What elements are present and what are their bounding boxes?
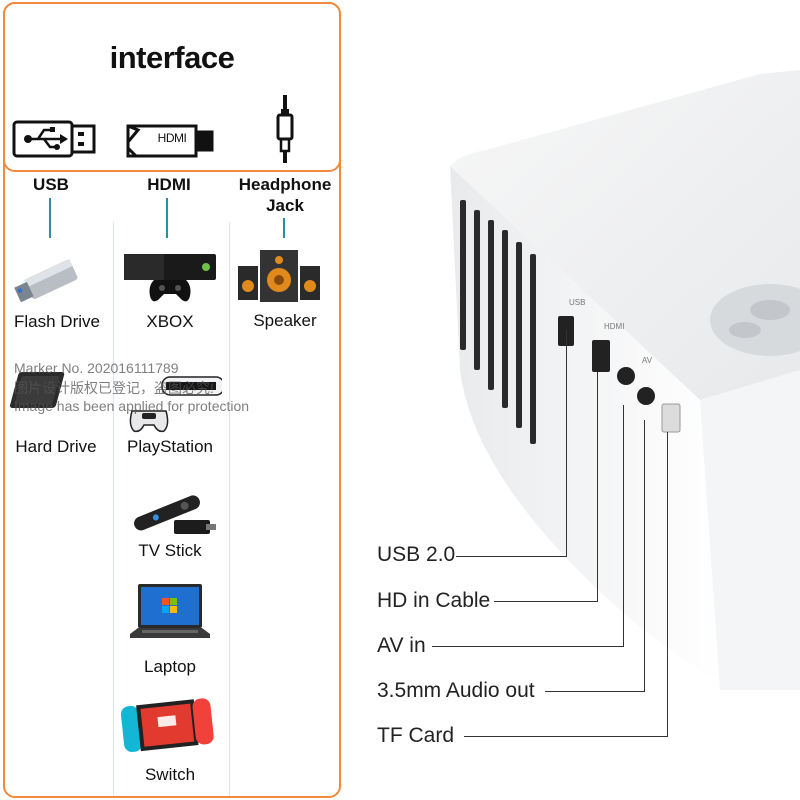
watermark-line: Image has been applied for protection	[14, 398, 250, 414]
hdmi-plug-icon	[126, 124, 214, 158]
column-separator	[113, 222, 114, 796]
device-label: Speaker	[253, 311, 317, 330]
device-label: PlayStation	[127, 437, 213, 456]
laptop-icon	[130, 584, 210, 638]
leader-line	[667, 432, 668, 737]
interface-title: interface	[109, 40, 235, 75]
headphone-connector-line	[283, 218, 285, 238]
usb-connector-line	[49, 198, 51, 238]
xbox-console-icon	[124, 254, 216, 302]
port-side-label: AV	[642, 356, 653, 365]
interface-box	[3, 2, 341, 172]
port-label-hdmi: HD in Cable	[377, 589, 491, 612]
hard-drive-icon	[9, 372, 65, 408]
column-title-hdmi: HDMI	[147, 175, 191, 194]
port-label-av: AV in	[377, 634, 426, 657]
flash-drive-icon	[14, 258, 78, 303]
column-separator	[229, 222, 230, 796]
port-side-label: USB	[569, 298, 586, 307]
playstation-console-icon	[129, 376, 222, 433]
device-label: TV Stick	[138, 541, 202, 560]
leader-line	[432, 646, 623, 647]
switch-console-icon	[120, 698, 214, 752]
leader-line	[566, 330, 567, 557]
leader-line	[597, 372, 598, 602]
tv-stick-icon	[134, 495, 216, 534]
watermark-line: 图片设计版权已登记，盗图必究!	[14, 380, 214, 396]
port-side-label: HDMI	[604, 322, 625, 331]
headphone-jack-icon	[276, 95, 294, 163]
leader-line	[456, 556, 566, 557]
column-title-usb: USB	[33, 175, 69, 194]
port-label-usb: USB 2.0	[377, 543, 456, 566]
leader-line	[464, 736, 667, 737]
usb-plug-icon	[12, 120, 96, 158]
hdmi-icon-label: HDMI	[157, 131, 187, 145]
device-label: XBOX	[146, 312, 194, 331]
device-label: Laptop	[144, 657, 196, 676]
projector-image	[450, 70, 800, 690]
leader-line	[623, 405, 624, 647]
device-label: Switch	[144, 765, 196, 784]
port-label-tf: TF Card	[377, 724, 455, 747]
leader-line	[494, 601, 597, 602]
device-label: Hard Drive	[15, 437, 97, 456]
hdmi-connector-line	[166, 198, 168, 238]
port-label-audio: 3.5mm Audio out	[377, 679, 535, 702]
device-label: Flash Drive	[14, 312, 100, 331]
speaker-icon	[238, 250, 320, 302]
column-title-headphone: Headphone Jack	[238, 175, 332, 215]
leader-line	[644, 420, 645, 692]
watermark-line: Marker No. 202016111789	[14, 360, 179, 376]
leader-line	[545, 691, 644, 692]
